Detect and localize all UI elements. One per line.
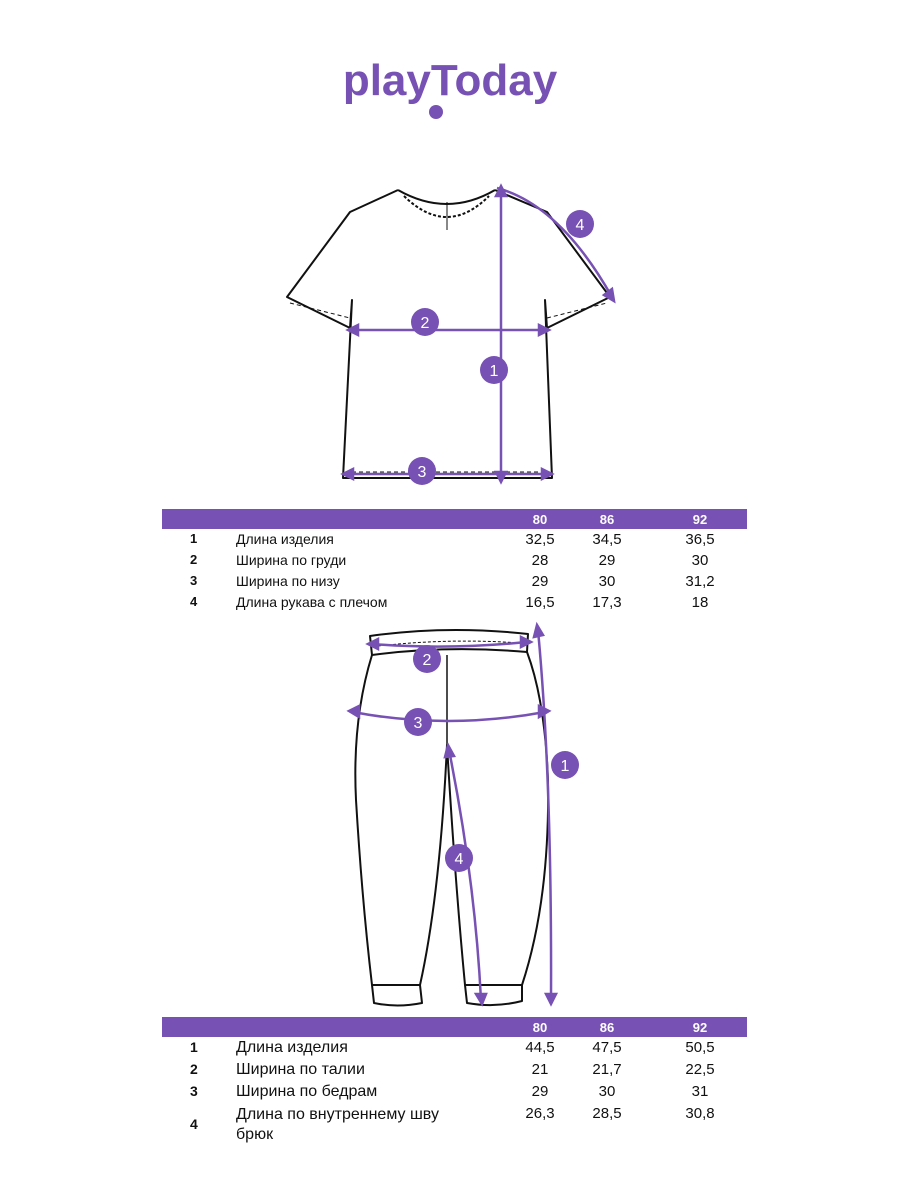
tshirt-outline xyxy=(286,189,611,479)
row-value-80: 26,3 xyxy=(525,1105,555,1122)
row-label: Ширина по груди xyxy=(236,552,347,568)
row-label: Длина по внутреннему шву брюк xyxy=(236,1106,439,1143)
shirt-marker-2: 2 xyxy=(411,308,439,336)
row-value-80: 29 xyxy=(531,573,549,590)
row-value-80: 16,5 xyxy=(525,594,555,611)
row-value-92: 31 xyxy=(691,1083,709,1100)
row-value-86: 30 xyxy=(598,1083,616,1100)
logo-dot-icon xyxy=(429,105,443,119)
row-number: 1 xyxy=(190,1039,198,1055)
row-value-80: 28 xyxy=(531,552,549,569)
row-label: Ширина по талии xyxy=(236,1061,365,1078)
row-value-86: 29 xyxy=(598,552,616,569)
size-header-92: 92 xyxy=(692,1020,708,1035)
shirt-marker-4: 4 xyxy=(566,210,594,238)
table-row: 3 Ширина по низу 29 30 31,2 xyxy=(162,573,747,594)
tshirt-size-table: 80 86 92 1 Длина изделия 32,5 34,5 36,5 … xyxy=(162,509,747,615)
svg-text:2: 2 xyxy=(423,652,432,669)
row-value-92: 50,5 xyxy=(685,1039,715,1056)
svg-text:3: 3 xyxy=(414,715,423,732)
size-header-86: 86 xyxy=(599,1020,615,1035)
pants-marker-2: 2 xyxy=(413,645,441,673)
shirt-measure-4-line xyxy=(496,186,614,298)
row-value-92: 30 xyxy=(691,552,709,569)
pants-measure-2-line xyxy=(371,640,528,648)
row-label: Ширина по низу xyxy=(236,573,340,589)
table-row: 3 Ширина по бедрам 29 30 31 xyxy=(162,1083,747,1105)
row-number: 4 xyxy=(190,594,198,609)
svg-text:4: 4 xyxy=(576,217,585,234)
row-value-92: 22,5 xyxy=(685,1061,715,1078)
table-row: 2 Ширина по талии 21 21,7 22,5 xyxy=(162,1061,747,1083)
table-row: 1 Длина изделия 32,5 34,5 36,5 xyxy=(162,531,747,552)
pants-outline xyxy=(354,651,550,986)
row-value-80: 21 xyxy=(531,1061,549,1078)
row-value-92: 31,2 xyxy=(685,573,715,590)
row-value-86: 17,3 xyxy=(592,594,622,611)
tshirt-table-header: 80 86 92 xyxy=(162,509,747,529)
row-number: 2 xyxy=(190,552,198,567)
svg-text:1: 1 xyxy=(490,363,499,380)
brand-logo: playToday xyxy=(343,56,558,119)
shirt-marker-3: 3 xyxy=(408,457,436,485)
pants-table-header: 80 86 92 xyxy=(162,1017,747,1037)
row-value-86: 34,5 xyxy=(592,531,622,548)
pants-measure-4-line xyxy=(447,749,483,1001)
row-value-92: 30,8 xyxy=(685,1105,715,1122)
size-header-80: 80 xyxy=(532,1020,548,1035)
shirt-marker-1: 1 xyxy=(480,356,508,384)
row-number: 3 xyxy=(190,1083,198,1099)
row-number: 4 xyxy=(190,1116,198,1132)
pants-drawing: 1 2 3 4 xyxy=(346,621,579,1007)
tshirt-drawing: 1 2 3 4 xyxy=(286,183,616,485)
pants-size-table: 80 86 92 1 Длина изделия 44,5 47,5 50,5 … xyxy=(162,1017,747,1149)
row-number: 1 xyxy=(190,531,198,546)
size-header-92: 92 xyxy=(692,512,708,527)
table-row: 4 Длина по внутреннему шву брюк 26,3 28,… xyxy=(162,1105,747,1149)
table-row: 2 Ширина по груди 28 29 30 xyxy=(162,552,747,573)
row-value-92: 18 xyxy=(691,594,709,611)
row-label: Длина рукава с плечом xyxy=(236,594,388,610)
svg-text:2: 2 xyxy=(421,315,430,332)
pants-marker-3: 3 xyxy=(404,708,432,736)
row-value-80: 44,5 xyxy=(525,1039,555,1056)
row-label: Длина изделия xyxy=(236,531,334,547)
pants-measure-1-line xyxy=(536,629,553,1001)
row-value-80: 29 xyxy=(531,1083,549,1100)
brand-logo-text: playToday xyxy=(343,56,558,105)
svg-text:3: 3 xyxy=(418,464,427,481)
row-value-86: 28,5 xyxy=(592,1105,622,1122)
row-number: 2 xyxy=(190,1061,198,1077)
row-value-86: 47,5 xyxy=(592,1039,622,1056)
row-label: Ширина по бедрам xyxy=(236,1083,378,1100)
row-number: 3 xyxy=(190,573,198,588)
size-header-86: 86 xyxy=(599,512,615,527)
pants-measure-3-line xyxy=(352,710,546,723)
row-label: Длина изделия xyxy=(236,1039,348,1056)
svg-text:4: 4 xyxy=(455,851,464,868)
table-row: 1 Длина изделия 44,5 47,5 50,5 xyxy=(162,1039,747,1061)
row-value-86: 30 xyxy=(598,573,616,590)
tshirt-collar xyxy=(397,189,496,205)
row-value-86: 21,7 xyxy=(592,1061,622,1078)
size-header-80: 80 xyxy=(532,512,548,527)
row-value-92: 36,5 xyxy=(685,531,715,548)
pants-marker-4: 4 xyxy=(445,844,473,872)
row-value-80: 32,5 xyxy=(525,531,555,548)
pants-marker-1: 1 xyxy=(551,751,579,779)
table-row: 4 Длина рукава с плечом 16,5 17,3 18 xyxy=(162,594,747,615)
svg-text:1: 1 xyxy=(561,758,570,775)
